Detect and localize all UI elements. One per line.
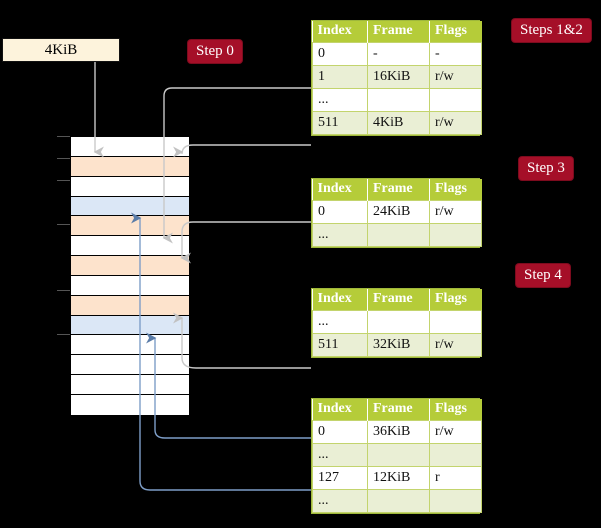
table-cell-flags (429, 87, 482, 112)
memory-tick (57, 224, 70, 225)
memory-row-white (71, 176, 189, 197)
column-header-index: Index (312, 399, 368, 420)
memory-tick (57, 180, 70, 181)
step-badge-steps12-label: Steps 1&2 (520, 22, 583, 38)
table-cell-flags (429, 488, 482, 513)
step-badge-step0: Step 0 (188, 40, 242, 63)
table-cell-frame: 12KiB (367, 465, 430, 490)
table-row: ... (312, 442, 482, 467)
memory-row-orange (71, 295, 189, 316)
column-header-flags: Flags (429, 179, 482, 200)
step-badge-step3: Step 3 (519, 157, 573, 180)
table-row: 0-- (312, 41, 482, 66)
column-header-index: Index (312, 21, 368, 42)
memory-row-blue (71, 196, 189, 217)
table-cell-frame: - (367, 41, 430, 66)
step-badge-steps12: Steps 1&2 (512, 19, 591, 42)
source-box-label: 4KiB (44, 42, 78, 58)
step-badge-step4: Step 4 (516, 264, 570, 287)
memory-row-orange (71, 216, 189, 237)
column-header-index: Index (312, 289, 368, 310)
table-row: ... (312, 87, 482, 112)
memory-row-blue (71, 315, 189, 336)
table-row: ... (312, 309, 482, 334)
table-cell-index: ... (312, 488, 368, 513)
memory-row-white (71, 275, 189, 296)
table-row: ... (312, 222, 482, 247)
memory-tick (57, 334, 70, 335)
table-cell-flags: r/w (429, 110, 482, 135)
column-header-flags: Flags (429, 21, 482, 42)
table-cell-index: 1 (312, 64, 368, 89)
column-header-frame: Frame (367, 21, 430, 42)
table-cell-index: 511 (312, 332, 368, 357)
table-cell-frame (367, 488, 430, 513)
column-header-frame: Frame (367, 179, 430, 200)
table-cell-flags (429, 222, 482, 247)
step-badge-step4-label: Step 4 (524, 267, 562, 283)
memory-row-white (71, 137, 189, 157)
memory-row-white (71, 335, 189, 356)
table-cell-frame (367, 309, 430, 334)
step-badge-step3-label: Step 3 (527, 160, 565, 176)
memory-tick (57, 158, 70, 159)
memory-row-white (71, 394, 189, 415)
table-cell-frame: 32KiB (367, 332, 430, 357)
column-header-frame: Frame (367, 399, 430, 420)
table-cell-flags: r/w (429, 64, 482, 89)
table-cell-index: 0 (312, 199, 368, 224)
step-badge-step0-label: Step 0 (196, 43, 234, 59)
table-cell-flags: r/w (429, 199, 482, 224)
table-cell-flags: - (429, 41, 482, 66)
memory-tick (57, 136, 70, 137)
memory-row-white (71, 355, 189, 376)
table-cell-flags: r (429, 465, 482, 490)
column-header-flags: Flags (429, 399, 482, 420)
table-cell-index: ... (312, 309, 368, 334)
column-header-frame: Frame (367, 289, 430, 310)
table-cell-index: 0 (312, 419, 368, 444)
memory-column (70, 136, 190, 416)
table-cell-index: 127 (312, 465, 368, 490)
memory-row-white (71, 236, 189, 257)
memory-row-white (71, 375, 189, 395)
column-header-index: Index (312, 179, 368, 200)
memory-row-orange (71, 156, 189, 177)
table-cell-index: ... (312, 442, 368, 467)
table-cell-index: ... (312, 222, 368, 247)
source-box-4kib: 4KiB (2, 38, 120, 62)
table-cell-frame (367, 442, 430, 467)
table-row: ... (312, 488, 482, 513)
memory-row-orange (71, 256, 189, 276)
table-cell-index: 511 (312, 110, 368, 135)
table-cell-frame (367, 222, 430, 247)
table-cell-index: 0 (312, 41, 368, 66)
memory-tick (57, 290, 70, 291)
column-header-flags: Flags (429, 289, 482, 310)
table-cell-frame: 4KiB (367, 110, 430, 135)
table-cell-flags: r/w (429, 332, 482, 357)
table-cell-frame: 36KiB (367, 419, 430, 444)
table-cell-flags (429, 309, 482, 334)
table-cell-flags (429, 442, 482, 467)
table-cell-flags: r/w (429, 419, 482, 444)
table-cell-frame: 16KiB (367, 64, 430, 89)
table-cell-frame (367, 87, 430, 112)
table-cell-frame: 24KiB (367, 199, 430, 224)
table-cell-index: ... (312, 87, 368, 112)
